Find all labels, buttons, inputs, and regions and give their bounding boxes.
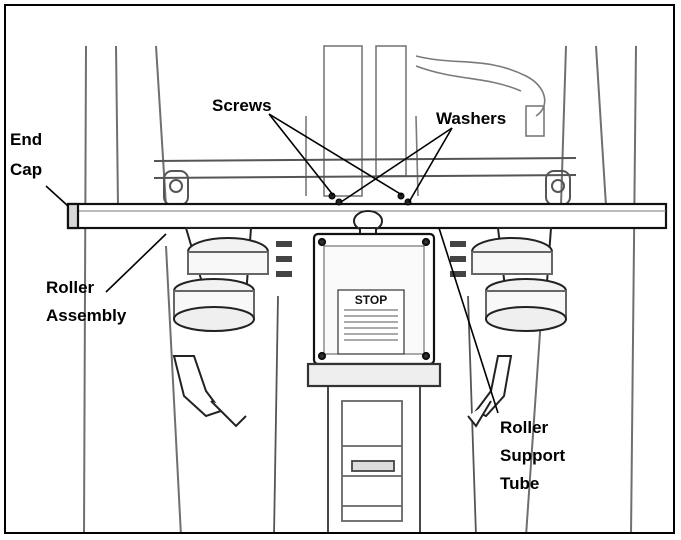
- lower-track: [273, 295, 477, 532]
- back-cross-bar: [153, 157, 577, 206]
- center-plate: [306, 232, 442, 388]
- screws-leader-2: [268, 113, 403, 196]
- end-cap-leader: [45, 185, 69, 207]
- side-latches: [172, 355, 513, 428]
- stop-sign-text: STOP: [355, 293, 387, 307]
- label-washers: Washers: [436, 109, 507, 128]
- roller-assembly-leader: [105, 233, 167, 293]
- frame-rails: [83, 45, 637, 532]
- machine-illustration: STOP: [45, 45, 668, 532]
- leader-lines: [45, 113, 499, 414]
- washers-leader-1: [340, 127, 453, 203]
- upper-mechanism: [305, 45, 546, 197]
- right-roller-assembly: [471, 227, 567, 332]
- washers-leader-2: [408, 127, 453, 203]
- screws-leader-1: [268, 113, 334, 196]
- label-screws: Screws: [212, 96, 272, 115]
- diagram-frame: STOP End Cap: [4, 4, 675, 534]
- label-roller-assembly: Roller Assembly: [46, 278, 127, 325]
- label-roller-support-tube: Roller Support Tube: [500, 418, 566, 493]
- roller-support-tube-leader: [438, 227, 499, 414]
- label-end-cap: End Cap: [10, 130, 43, 179]
- left-roller-assembly: [173, 227, 269, 332]
- slot-grilles: [276, 241, 466, 277]
